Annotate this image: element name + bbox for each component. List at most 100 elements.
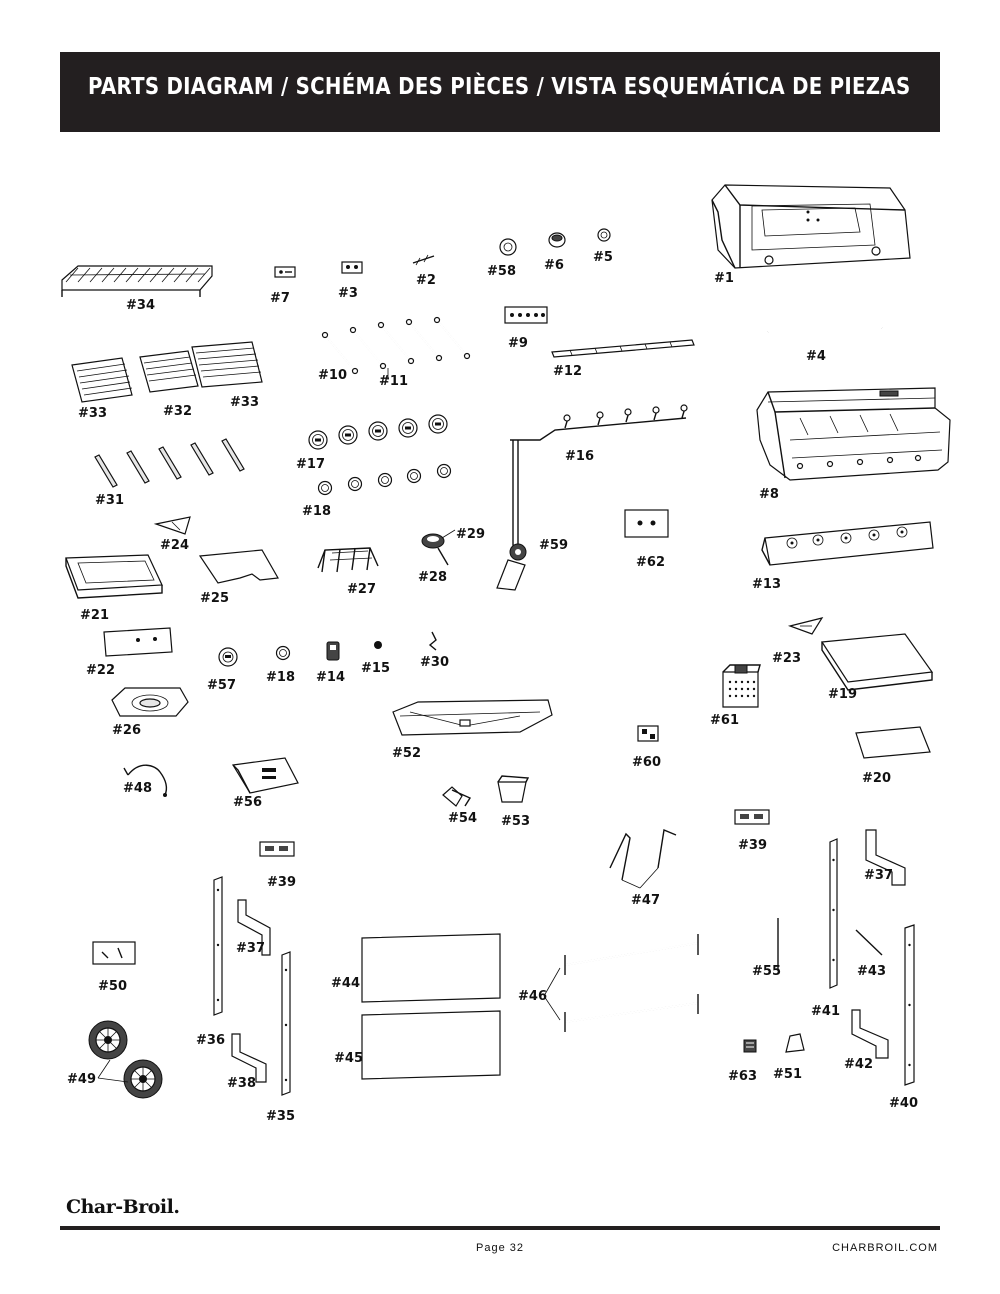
part-2-electrode <box>412 254 435 266</box>
part-25-side-shelf <box>198 549 279 584</box>
label-part-12: #12 <box>553 364 582 379</box>
label-part-19: #19 <box>828 687 857 702</box>
label-part-46: #46 <box>518 989 547 1004</box>
label-part-60: #60 <box>632 755 661 770</box>
part-54-clips <box>442 786 472 807</box>
label-part-22: #22 <box>86 663 115 678</box>
label-part-9: #9 <box>508 336 528 351</box>
label-part-8: #8 <box>759 487 779 502</box>
label-part-5: #5 <box>593 250 613 265</box>
label-part-57: #57 <box>207 678 236 693</box>
part-34-warming-rack <box>61 265 213 297</box>
page-number: Page 32 <box>476 1242 524 1254</box>
part-6-bezel <box>548 232 566 248</box>
label-part-61: #61 <box>710 713 739 728</box>
label-part-32: #32 <box>163 404 192 419</box>
label-part-53: #53 <box>501 814 530 829</box>
label-part-49: #49 <box>67 1072 96 1087</box>
label-part-44: #44 <box>331 976 360 991</box>
label-part-7: #7 <box>270 291 290 306</box>
part-4-handle <box>767 316 883 333</box>
part-33-32-cooking-grates <box>71 341 263 403</box>
label-part-59: #59 <box>539 538 568 553</box>
part-39-clips-right <box>734 809 770 825</box>
label-part-4: #4 <box>806 349 826 364</box>
label-part-63: #63 <box>728 1069 757 1084</box>
part-44-back-panel <box>361 933 501 1003</box>
label-part-34: #34 <box>126 298 155 313</box>
part-38-bracket <box>231 1033 267 1083</box>
part-24-bracket <box>153 516 191 535</box>
part-61-charcoal-box <box>722 664 761 708</box>
part-27-side-burner-grate <box>317 547 379 573</box>
part-56-side-burner-lid <box>232 757 299 794</box>
website: CHARBROIL.COM <box>832 1242 938 1254</box>
label-part-23: #23 <box>772 651 801 666</box>
label-part-3: #3 <box>338 286 358 301</box>
label-part-24: #24 <box>160 538 189 553</box>
label-part-18b: #18 <box>266 670 295 685</box>
footer-rule <box>60 1226 940 1230</box>
part-39-clips-left <box>259 841 295 857</box>
part-50-hardware <box>92 941 136 965</box>
char-broil-logo: Char-Broil. <box>66 1196 180 1218</box>
label-part-37b: #37 <box>864 868 893 883</box>
label-part-25: #25 <box>200 591 229 606</box>
part-30-wire <box>428 631 437 651</box>
part-3 <box>341 261 363 274</box>
label-part-30: #30 <box>420 655 449 670</box>
part-51 <box>785 1033 805 1053</box>
part-16-manifold <box>510 404 688 549</box>
part-43-brace <box>855 929 883 956</box>
label-part-56: #56 <box>233 795 262 810</box>
label-part-17: #17 <box>296 457 325 472</box>
part-19-side-shelf <box>820 633 934 691</box>
part-42-bracket <box>851 1009 889 1059</box>
part-36-rail <box>213 876 223 1016</box>
part-14-ignitor <box>326 641 340 661</box>
label-part-28: #28 <box>418 570 447 585</box>
part-21-side-shelf-frame <box>65 554 163 599</box>
label-part-14: #14 <box>316 670 345 685</box>
part-26-side-burner-base <box>111 687 189 717</box>
label-part-27: #27 <box>347 582 376 597</box>
label-part-2: #2 <box>416 273 436 288</box>
label-part-58: #58 <box>487 264 516 279</box>
part-22-panel <box>103 627 173 657</box>
label-part-31: #31 <box>95 493 124 508</box>
part-18-bezels <box>317 463 452 496</box>
label-part-6: #6 <box>544 258 564 273</box>
part-60 <box>637 725 659 742</box>
title-bar: PARTS DIAGRAM / SCHÉMA DES PIÈCES / VIST… <box>60 52 940 132</box>
part-15 <box>374 641 382 649</box>
label-part-50: #50 <box>98 979 127 994</box>
label-part-35: #35 <box>266 1109 295 1124</box>
part-13-control-panel <box>761 521 934 566</box>
part-37-bracket-left <box>237 899 271 956</box>
part-40-rail <box>904 924 915 1086</box>
part-37-bracket-right <box>865 829 906 886</box>
label-part-33: #33 <box>78 406 107 421</box>
label-part-62: #62 <box>636 555 665 570</box>
label-part-41: #41 <box>811 1004 840 1019</box>
label-part-21: #21 <box>80 608 109 623</box>
part-47-hooks <box>609 829 677 889</box>
part-1-lid <box>711 184 911 269</box>
label-part-13: #13 <box>752 577 781 592</box>
part-53-grease-cup <box>497 775 530 803</box>
label-part-37: #37 <box>236 941 265 956</box>
label-part-47: #47 <box>631 893 660 908</box>
label-part-40: #40 <box>889 1096 918 1111</box>
label-part-55: #55 <box>752 964 781 979</box>
label-part-33b: #33 <box>230 395 259 410</box>
part-41-rail <box>829 838 838 989</box>
label-part-29: #29 <box>456 527 485 542</box>
label-part-51: #51 <box>773 1067 802 1082</box>
part-23-bracket <box>787 617 824 635</box>
part-10-11-burners <box>321 316 471 380</box>
label-part-48: #48 <box>123 781 152 796</box>
part-20-panel <box>855 726 931 759</box>
part-62 <box>624 509 669 538</box>
label-part-45: #45 <box>334 1051 363 1066</box>
label-part-20: #20 <box>862 771 891 786</box>
